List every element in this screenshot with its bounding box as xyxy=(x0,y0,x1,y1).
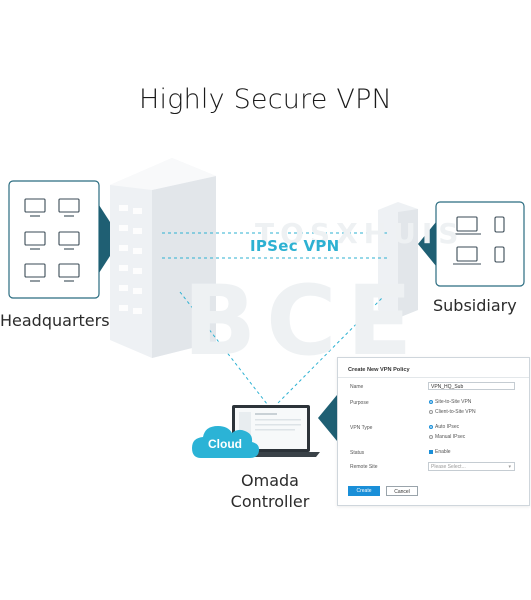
name-label: Name xyxy=(350,384,364,390)
radio-icon xyxy=(429,409,433,414)
purpose-option-client-to-site[interactable]: Client-to-Site VPN xyxy=(429,409,476,415)
vpn-type-option-manual[interactable]: Manual IPsec xyxy=(429,434,465,440)
purpose-label: Purpose xyxy=(350,400,369,406)
radio-selected-icon xyxy=(429,424,433,429)
remote-site-select[interactable]: Please Select...▾ xyxy=(428,462,515,471)
vpn-type-option-auto[interactable]: Auto IPsec xyxy=(429,424,459,430)
create-button[interactable]: Create xyxy=(348,486,380,496)
headquarters-label: Headquarters xyxy=(0,311,110,330)
status-enable-checkbox[interactable]: Enable xyxy=(429,449,451,455)
subsidiary-device-panel xyxy=(418,201,525,287)
remote-site-label: Remote Site xyxy=(350,464,378,470)
page-title: Highly Secure VPN xyxy=(139,84,392,115)
purpose-option-site-to-site[interactable]: Site-to-Site VPN xyxy=(429,399,471,405)
chevron-down-icon: ▾ xyxy=(508,464,511,470)
panel-accent xyxy=(318,395,337,441)
controller-links xyxy=(179,289,391,405)
subsidiary-label: Subsidiary xyxy=(433,296,517,315)
vpn-policy-panel: Create New VPN Policy Name VPN_HQ_Sub Pu… xyxy=(337,357,530,506)
cloud-icon xyxy=(192,426,260,458)
controller-label-line1: Omada xyxy=(241,471,299,490)
vpn-tunnel xyxy=(162,232,388,259)
name-input[interactable]: VPN_HQ_Sub xyxy=(428,382,515,390)
radio-icon xyxy=(429,434,433,439)
hq-device-panel xyxy=(8,180,121,299)
status-label: Status xyxy=(350,450,365,456)
cloud-label: Cloud xyxy=(208,437,242,451)
vpn-type-label: VPN Type xyxy=(350,425,373,431)
ipsec-vpn-label: IPSec VPN xyxy=(250,237,340,255)
cancel-button[interactable]: Cancel xyxy=(386,486,418,496)
radio-selected-icon xyxy=(429,399,433,404)
watermark-text: TOSXHUIS xyxy=(255,217,465,250)
controller-label-line2: Controller xyxy=(230,492,310,511)
subsidiary-building xyxy=(378,202,418,318)
panel-divider xyxy=(338,377,529,378)
panel-title: Create New VPN Policy xyxy=(348,367,410,373)
controller-label: Omada Controller xyxy=(222,470,318,512)
checkbox-checked-icon xyxy=(429,449,433,454)
